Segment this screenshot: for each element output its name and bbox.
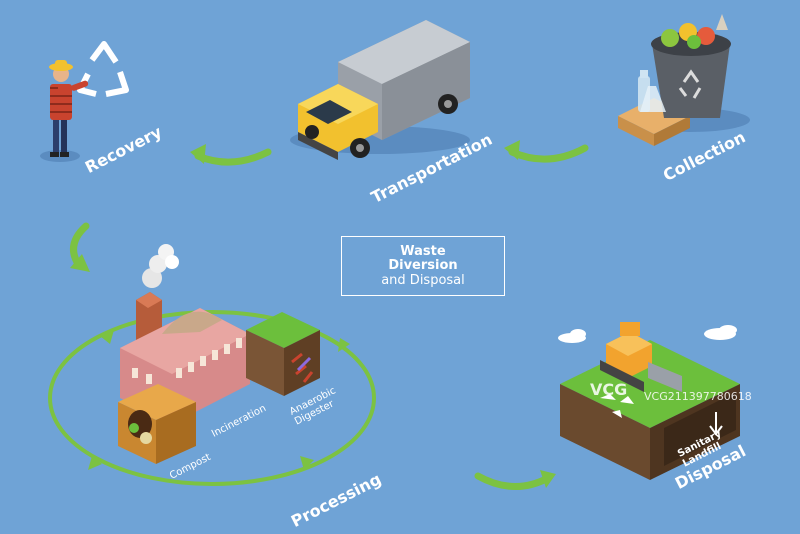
smoke-cloud-icon	[142, 244, 179, 288]
watermark-logo: VCG	[590, 380, 628, 399]
diagram-title-box: Waste Diversion and Disposal	[341, 236, 505, 296]
recycle-symbol-icon	[77, 41, 129, 97]
flow-arrow-collection-to-transportation	[504, 140, 589, 163]
title-line-1: Waste	[400, 244, 446, 259]
flow-arrow-recovery-to-processing	[70, 222, 90, 272]
recovery-illustration	[40, 41, 129, 162]
flow-arrow-processing-to-disposal	[474, 470, 556, 490]
watermark-id: VCG211397780618	[644, 390, 752, 403]
bulldozer-icon	[600, 322, 682, 392]
title-line-2: Diversion	[388, 258, 458, 273]
trash-bin-icon	[651, 14, 731, 118]
collection-illustration	[618, 14, 750, 146]
cloud-icon-right	[704, 325, 737, 340]
processing-cycle-ring	[48, 310, 376, 486]
truck-illustration	[290, 20, 470, 160]
glass-bottle-icon	[638, 70, 666, 112]
anaerobic-digester-block	[246, 312, 320, 396]
worker-figure	[49, 60, 89, 157]
landfill-illustration	[558, 322, 740, 480]
compost-bin	[118, 384, 196, 464]
title-line-3: and Disposal	[381, 273, 465, 288]
flow-arrow-transportation-to-recovery	[190, 144, 272, 166]
cloud-icon	[558, 329, 586, 343]
